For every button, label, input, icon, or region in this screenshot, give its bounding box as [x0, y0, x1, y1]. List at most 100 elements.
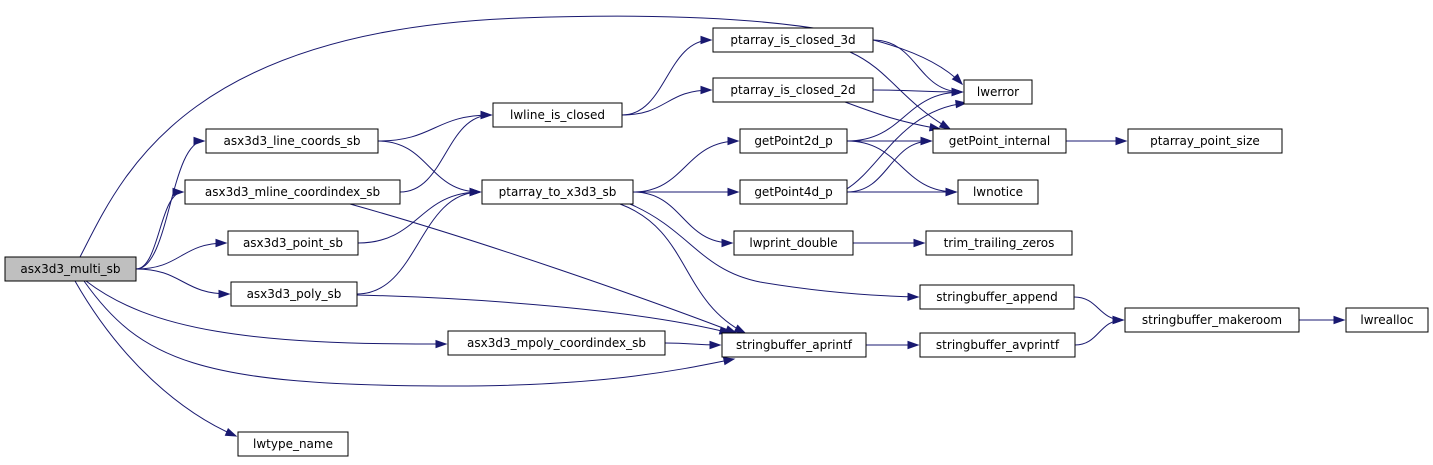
edge-line — [621, 89, 712, 116]
edge-asx3d3_multi_sb-to-asx3d3_line_coords_sb — [135, 136, 206, 270]
edge-getPoint4d_p-to-lwnotice — [846, 187, 958, 197]
node-getPoint2d_p[interactable]: getPoint2d_p — [739, 128, 848, 154]
node-box[interactable] — [481, 179, 634, 205]
edge-line — [356, 191, 481, 295]
edge-lwline_is_closed-to-ptarray_is_closed_3d — [621, 35, 713, 116]
node-asx3d3_multi_sb[interactable]: asx3d3_multi_sb — [4, 256, 137, 282]
edge-arrowhead — [907, 340, 920, 350]
edge-asx3d3_multi_sb-to-lwtype_name — [74, 280, 238, 437]
edge-asx3d3_multi_sb-to-lwerror — [79, 15, 964, 258]
node-asx3d3_point_sb[interactable]: asx3d3_point_sb — [227, 230, 359, 256]
edge-arrowhead — [469, 187, 482, 197]
node-box[interactable] — [1127, 128, 1283, 154]
edge-arrowhead — [700, 35, 713, 45]
edge-asx3d3_mline_coordindex_sb-to-stringbuffer_aprintf — [349, 203, 738, 334]
node-box[interactable] — [739, 128, 848, 154]
node-box[interactable] — [492, 102, 623, 128]
node-ptarray_point_size[interactable]: ptarray_point_size — [1127, 128, 1283, 154]
edge-arrowhead — [727, 136, 740, 146]
edge-getPoint4d_p-to-lwerror — [844, 99, 968, 191]
node-box[interactable] — [925, 230, 1073, 256]
edge-line — [872, 89, 963, 93]
node-ptarray_is_closed_3d[interactable]: ptarray_is_closed_3d — [712, 27, 874, 53]
node-box[interactable] — [237, 431, 349, 457]
node-stringbuffer_avprintf[interactable]: stringbuffer_avprintf — [919, 332, 1076, 358]
node-stringbuffer_makeroom[interactable]: stringbuffer_makeroom — [1124, 307, 1300, 333]
edge-line — [377, 114, 492, 142]
node-lwtype_name[interactable]: lwtype_name — [237, 431, 349, 457]
node-box[interactable] — [184, 179, 401, 205]
edge-getPoint2d_p-to-lwerror — [846, 87, 964, 142]
edge-arrowhead — [951, 87, 964, 97]
edge-arrowhead — [727, 187, 740, 197]
edge-line — [135, 191, 184, 270]
edge-line — [74, 280, 237, 437]
node-box[interactable] — [712, 27, 874, 53]
node-box[interactable] — [1345, 307, 1429, 333]
node-label: lwline_is_closed — [510, 108, 605, 122]
node-label: ptarray_point_size — [1150, 134, 1260, 148]
node-box[interactable] — [919, 332, 1076, 358]
node-box[interactable] — [932, 128, 1067, 154]
node-lwerror[interactable]: lwerror — [963, 79, 1033, 105]
node-box[interactable] — [230, 281, 358, 307]
edge-asx3d3_poly_sb-to-stringbuffer_aprintf — [356, 294, 732, 335]
node-stringbuffer_append[interactable]: stringbuffer_append — [919, 284, 1075, 310]
node-box[interactable] — [227, 230, 359, 256]
edge-arrowhead — [172, 187, 185, 197]
edge-line — [135, 242, 227, 270]
edge-getPoint4d_p-to-getPoint_internal — [846, 136, 933, 193]
node-lwrealloc[interactable]: lwrealloc — [1345, 307, 1429, 333]
edge-line — [85, 280, 447, 345]
node-asx3d3_mline_coordindex_sb[interactable]: asx3d3_mline_coordindex_sb — [184, 179, 401, 205]
node-ptarray_is_closed_2d[interactable]: ptarray_is_closed_2d — [712, 77, 874, 103]
node-box[interactable] — [1124, 307, 1300, 333]
node-box[interactable] — [739, 179, 848, 205]
node-box[interactable] — [721, 332, 867, 358]
edge-line — [629, 203, 919, 298]
node-box[interactable] — [733, 230, 854, 256]
node-label: asx3d3_point_sb — [243, 236, 343, 250]
edge-lwline_is_closed-to-ptarray_is_closed_2d — [621, 85, 713, 116]
node-label: lwtype_name — [253, 437, 333, 451]
node-getPoint_internal[interactable]: getPoint_internal — [932, 128, 1067, 154]
node-asx3d3_poly_sb[interactable]: asx3d3_poly_sb — [230, 281, 358, 307]
node-label: stringbuffer_aprintf — [736, 338, 853, 352]
node-asx3d3_mpoly_coordindex_sb[interactable]: asx3d3_mpoly_coordindex_sb — [447, 330, 666, 356]
edge-line — [632, 140, 739, 193]
node-box[interactable] — [963, 79, 1033, 105]
node-label: getPoint4d_p — [754, 185, 832, 199]
node-lwprint_double[interactable]: lwprint_double — [733, 230, 854, 256]
node-ptarray_to_x3d3_sb[interactable]: ptarray_to_x3d3_sb — [481, 179, 634, 205]
node-box[interactable] — [447, 330, 666, 356]
edge-line — [844, 102, 967, 191]
edge-line — [377, 140, 481, 193]
node-box[interactable] — [712, 77, 874, 103]
node-label: lwnotice — [973, 185, 1023, 199]
node-lwline_is_closed[interactable]: lwline_is_closed — [492, 102, 623, 128]
edge-arrowhead — [938, 120, 952, 130]
node-getPoint4d_p[interactable]: getPoint4d_p — [739, 179, 848, 205]
node-stringbuffer_aprintf[interactable]: stringbuffer_aprintf — [721, 332, 867, 358]
edge-arrowhead — [480, 110, 493, 120]
node-asx3d3_line_coords_sb[interactable]: asx3d3_line_coords_sb — [205, 128, 379, 154]
node-box[interactable] — [4, 256, 137, 282]
node-label: lwrealloc — [1360, 313, 1413, 327]
edge-arrowhead — [435, 339, 448, 349]
node-label: asx3d3_mline_coordindex_sb — [205, 185, 380, 199]
node-label: ptarray_to_x3d3_sb — [499, 185, 617, 199]
edge-arrowhead — [1112, 315, 1125, 325]
node-box[interactable] — [919, 284, 1075, 310]
node-box[interactable] — [957, 179, 1039, 205]
edge-ptarray_to_x3d3_sb-to-stringbuffer_aprintf — [619, 203, 747, 334]
edge-asx3d3_mline_coordindex_sb-to-lwline_is_closed — [399, 110, 493, 193]
edge-stringbuffer_makeroom-to-lwrealloc — [1298, 315, 1346, 325]
node-box[interactable] — [205, 128, 379, 154]
node-trim_trailing_zeros[interactable]: trim_trailing_zeros — [925, 230, 1073, 256]
edge-ptarray_is_closed_3d-to-getPoint_internal — [849, 51, 952, 130]
edge-asx3d3_poly_sb-to-ptarray_to_x3d3_sb — [356, 187, 482, 295]
edge-line — [844, 101, 941, 130]
node-lwnotice[interactable]: lwnotice — [957, 179, 1039, 205]
edge-line — [1073, 296, 1124, 321]
node-label: asx3d3_poly_sb — [247, 287, 342, 301]
